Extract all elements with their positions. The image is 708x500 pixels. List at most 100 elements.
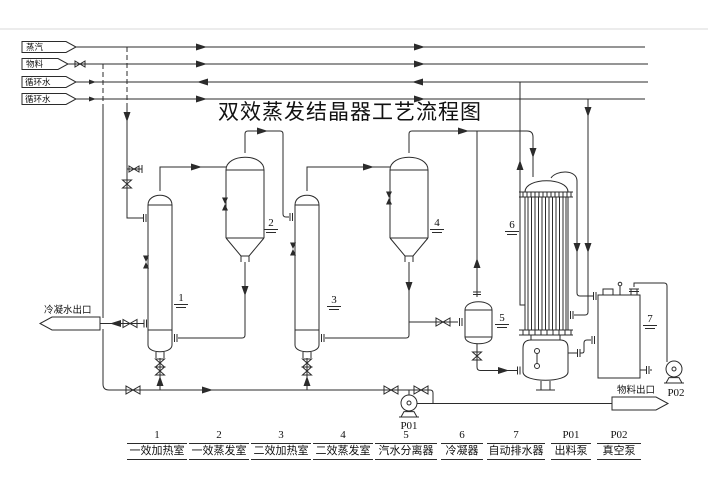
flow-arrow-icon	[202, 386, 213, 394]
tag-3: 3	[331, 294, 337, 306]
pump-icon	[398, 394, 420, 418]
tag-5: 5	[499, 312, 505, 324]
product-outlet-label: 物料出口	[617, 384, 655, 396]
flange	[143, 319, 147, 328]
discharge-pump-p01: P01	[383, 385, 612, 432]
column-3-second-effect-heater	[289, 195, 319, 358]
condenser-tubes	[523, 192, 571, 335]
feed-flag-label: 物料	[26, 59, 44, 69]
condensate-outlet-label: 冷凝水出口	[44, 304, 92, 316]
legend-code: 2	[189, 429, 249, 444]
legend-code: P02	[597, 429, 641, 444]
legend-item-p01: P01 出料泵	[551, 429, 591, 460]
pump-p01-label: P01	[400, 420, 417, 432]
flange	[289, 212, 293, 222]
feed-flag	[22, 59, 68, 70]
tag-2: 2	[268, 217, 274, 229]
flow-arrow-icon	[414, 43, 425, 51]
flow-arrow-icon	[529, 148, 537, 158]
column-1-first-effect-heater	[143, 195, 172, 358]
legend-item-6: 6 冷凝器	[441, 429, 483, 460]
product-outlet-flag	[612, 397, 668, 410]
legend-code: P01	[551, 429, 591, 444]
flow-arrow-icon	[241, 286, 249, 296]
flange	[321, 333, 325, 343]
pump-icon	[663, 360, 685, 384]
flow-arrow-icon	[303, 376, 311, 386]
flow-arrow-icon	[584, 243, 592, 253]
flow-arrow-icon	[458, 127, 469, 135]
page-title: 双效蒸发结晶器工艺流程图	[218, 100, 482, 124]
legend-name: 冷凝器	[441, 444, 483, 460]
flange	[593, 291, 597, 301]
flange	[570, 310, 574, 320]
vessel-support	[536, 381, 555, 390]
legend-item-3: 3 二效加热室	[251, 429, 311, 460]
legend-item-7: 7 自动排水器	[487, 429, 545, 460]
legend-code: 5	[375, 429, 437, 444]
flow-arrow-icon	[196, 95, 207, 103]
legend-name: 二效加热室	[251, 444, 311, 460]
circ-water-flag-1	[22, 77, 76, 88]
tank-hatch	[603, 289, 613, 295]
legend-item-5: 5 汽水分离器	[375, 429, 437, 460]
flow-arrow-icon	[405, 282, 413, 292]
equipment-tags: 1 2 3 4 5 6 7	[174, 217, 657, 329]
circ-water-flag-2	[22, 94, 76, 105]
legend-name: 真空泵	[597, 444, 641, 460]
tag-7: 7	[647, 313, 653, 325]
flow-arrow-icon	[123, 112, 131, 122]
nozzle-mark-icon	[222, 197, 228, 211]
top-header-lines	[68, 43, 648, 103]
flange	[517, 366, 521, 375]
flow-arrow-icon	[584, 107, 592, 117]
tag-6: 6	[509, 219, 515, 231]
legend-item-1: 1 一效加热室	[127, 429, 187, 460]
flow-arrow-icon	[412, 78, 423, 86]
condenser-6	[519, 181, 573, 335]
vessel-2-first-effect-evaporator	[222, 157, 264, 262]
legend-code: 1	[127, 429, 187, 444]
flow-arrow-icon	[191, 163, 202, 171]
tag-1: 1	[178, 292, 184, 304]
legend-name: 一效蒸发室	[189, 444, 249, 460]
flange	[577, 348, 581, 358]
legend-item-4: 4 二效蒸发室	[313, 429, 373, 460]
condensate-outlet: 冷凝水出口	[40, 304, 147, 330]
vent-icon	[618, 282, 622, 286]
tank-7-automatic-drainer	[598, 282, 652, 378]
flow-arrow-icon	[573, 243, 581, 253]
legend-code: 6	[441, 429, 483, 444]
legend-code: 3	[251, 429, 311, 444]
flow-arrow-icon	[473, 258, 481, 268]
nozzle-mark-icon	[386, 191, 392, 205]
flange	[143, 213, 147, 223]
condenser-receiver-drum	[523, 335, 595, 390]
separator-5-steam-water	[465, 302, 521, 375]
flow-arrow-icon	[197, 78, 208, 86]
flow-arrow-icon	[257, 127, 268, 135]
circ-water-2-label: 循环水	[25, 94, 51, 104]
legend-name: 二效蒸发室	[313, 444, 373, 460]
feed-drop-line	[103, 64, 109, 390]
legend-name: 汽水分离器	[375, 444, 437, 460]
process-piping	[160, 127, 537, 343]
bottom-feed-header	[109, 358, 430, 395]
legend-item-p02: P02 真空泵	[597, 429, 641, 460]
flange	[646, 365, 650, 375]
product-outlet: 物料出口	[612, 384, 668, 410]
legend-item-2: 2 一效蒸发室	[189, 429, 249, 460]
flange	[174, 333, 178, 343]
steam-flag	[22, 42, 76, 53]
flow-arrow-icon	[498, 367, 509, 374]
level-gauge-icon	[535, 364, 540, 369]
pump-p02-label: P02	[667, 387, 684, 399]
legend-name: 出料泵	[551, 444, 591, 460]
vessel-4-second-effect-evaporator	[386, 157, 428, 262]
flow-arrow-icon	[196, 60, 207, 68]
legend-code: 4	[313, 429, 373, 444]
flange	[591, 335, 595, 345]
steam-flag-label: 蒸汽	[26, 42, 44, 52]
